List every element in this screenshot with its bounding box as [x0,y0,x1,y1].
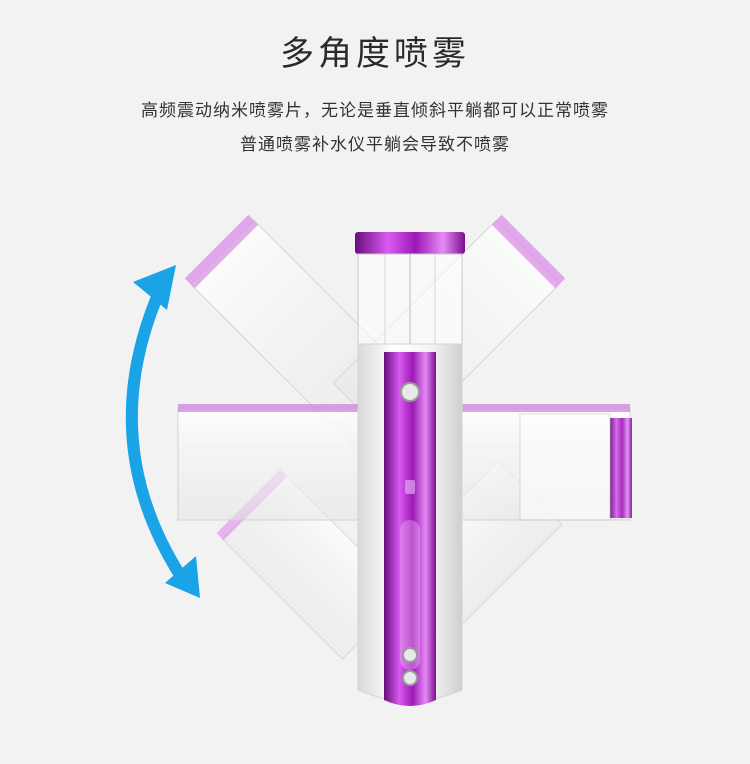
curved-double-arrow-icon [125,265,200,598]
main-device-vertical [355,232,465,706]
page-title: 多角度喷雾 [280,34,470,74]
rhinestone-button-icon[interactable] [402,647,418,663]
description-line-1: 高频震动纳米喷雾片，无论是垂直倾斜平躺都可以正常喷雾 [141,101,609,121]
rhinestone-button-icon[interactable] [400,382,420,402]
description-line-2: 普通喷雾补水仪平躺会导致不喷雾 [240,135,510,155]
rhinestone-button-icon[interactable] [402,670,418,686]
